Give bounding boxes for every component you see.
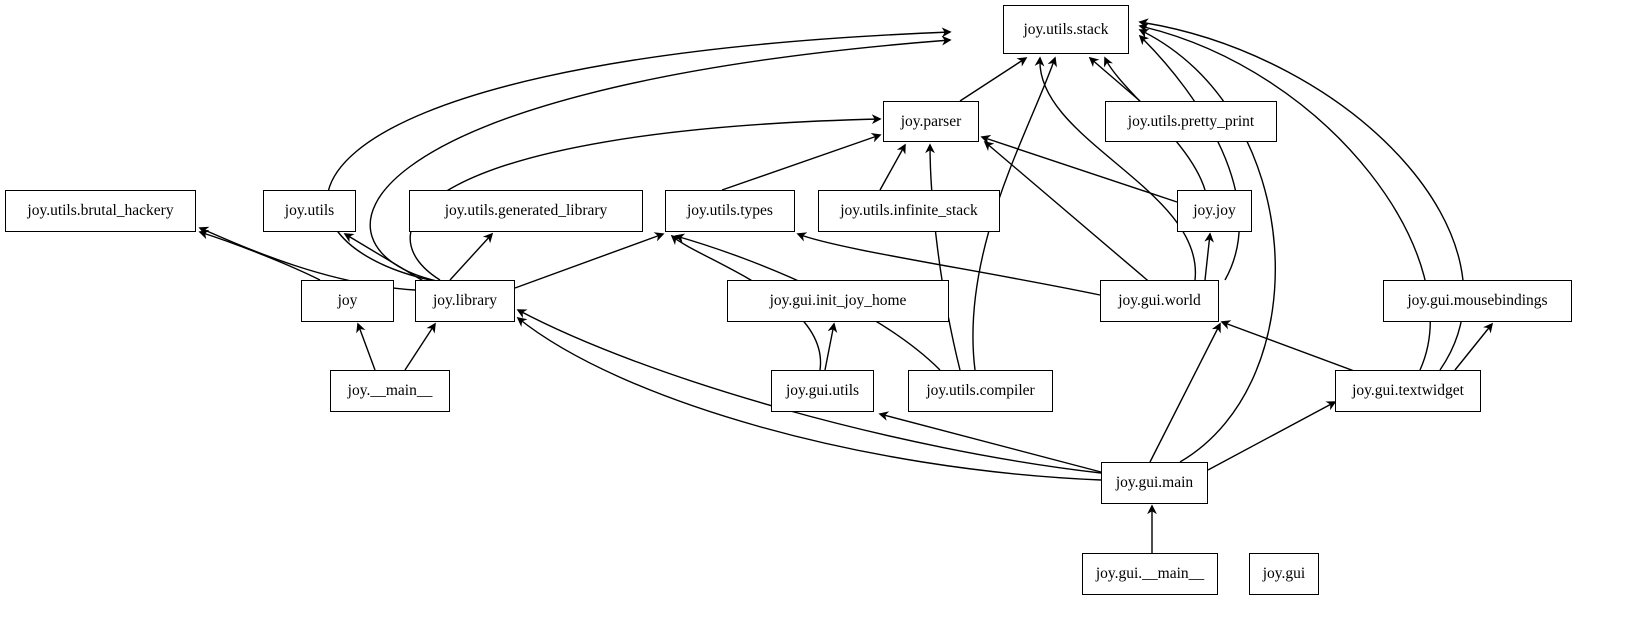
- graph-node-label: joy.gui.init_joy_home: [769, 292, 907, 310]
- graph-node-label: joy.utils: [284, 202, 335, 220]
- graph-node-joy-utils-compiler[interactable]: joy.utils.compiler: [908, 370, 1053, 412]
- graph-edge: [404, 322, 436, 371]
- graph-node-joy-gui-init-joy-home[interactable]: joy.gui.init_joy_home: [727, 280, 949, 322]
- graph-edge: [721, 133, 882, 191]
- graph-node-label: joy.gui.__main__: [1095, 565, 1205, 583]
- graph-node-label: joy.gui.world: [1118, 292, 1201, 310]
- graph-node-joy-utils-infinite-stack[interactable]: joy.utils.infinite_stack: [818, 190, 1000, 232]
- graph-node-label: joy.gui.main: [1115, 474, 1194, 492]
- graph-node-label: joy.utils.brutal_hackery: [27, 202, 174, 220]
- graph-edge: [1138, 34, 1241, 281]
- graph-node-label: joy.utils.pretty_print: [1127, 112, 1255, 130]
- graph-node-joy-utils-brutal-hackery[interactable]: joy.utils.brutal_hackery: [5, 190, 196, 232]
- graph-edge: [449, 232, 494, 281]
- graph-node-joy[interactable]: joy: [301, 280, 394, 322]
- graph-node-joy-joy[interactable]: joy.joy: [1177, 190, 1252, 232]
- graph-node-joy-gui-world[interactable]: joy.gui.world: [1100, 280, 1219, 322]
- graph-node-label: joy.__main__: [347, 382, 433, 400]
- graph-node-joy---main--[interactable]: joy.__main__: [330, 370, 450, 412]
- graph-edge: [1088, 56, 1141, 102]
- graph-edge: [1034, 56, 1196, 281]
- graph-node-label: joy.utils.types: [687, 202, 773, 220]
- graph-node-joy-gui-mousebindings[interactable]: joy.gui.mousebindings: [1383, 280, 1572, 322]
- graph-node-joy-gui-utils[interactable]: joy.gui.utils: [771, 370, 874, 412]
- graph-edge: [959, 57, 1028, 102]
- graph-edge: [514, 232, 665, 289]
- graph-node-label: joy.gui: [1262, 565, 1306, 583]
- graph-edge: [198, 229, 321, 281]
- graph-node-joy-gui-main[interactable]: joy.gui.main: [1101, 462, 1208, 504]
- graph-node-joy-utils[interactable]: joy.utils: [263, 190, 356, 232]
- graph-node-label: joy.utils.generated_library: [444, 202, 608, 220]
- graph-edge: [1207, 401, 1337, 471]
- graph-node-label: joy.utils.compiler: [926, 382, 1035, 400]
- graph-node-joy-parser[interactable]: joy.parser: [883, 101, 979, 142]
- graph-edge: [983, 140, 1154, 286]
- graph-node-joy-utils-types[interactable]: joy.utils.types: [665, 190, 795, 232]
- graph-node-joy-utils-stack[interactable]: joy.utils.stack: [1003, 5, 1129, 54]
- graph-node-label: joy.library: [433, 292, 497, 310]
- graph-node-joy-utils-generated-library[interactable]: joy.utils.generated_library: [409, 190, 643, 232]
- graph-node-label: joy: [337, 292, 358, 310]
- graph-node-joy-library[interactable]: joy.library: [415, 280, 515, 322]
- graph-edge: [369, 35, 952, 282]
- graph-node-label: joy.parser: [900, 112, 962, 130]
- graph-node-joy-utils-pretty-print[interactable]: joy.utils.pretty_print: [1105, 101, 1277, 142]
- graph-edge: [326, 27, 952, 281]
- graph-edge: [878, 411, 1102, 473]
- graph-edge: [356, 322, 376, 371]
- graph-node-label: joy.utils.stack: [1023, 20, 1109, 38]
- graph-node-joy-gui---main--[interactable]: joy.gui.__main__: [1082, 553, 1218, 595]
- graph-edge: [343, 233, 426, 283]
- graph-edge: [1454, 322, 1494, 371]
- graph-edge: [1149, 322, 1221, 463]
- graph-node-label: joy.utils.infinite_stack: [840, 202, 978, 220]
- graph-node-joy-gui[interactable]: joy.gui: [1249, 553, 1319, 595]
- graph-node-label: joy.gui.mousebindings: [1407, 292, 1548, 310]
- graph-node-joy-gui-textwidget[interactable]: joy.gui.textwidget: [1335, 370, 1481, 412]
- graph-edge: [1138, 29, 1276, 463]
- graph-node-label: joy.joy: [1193, 202, 1236, 220]
- graph-edge: [879, 143, 906, 191]
- graph-edge: [925, 143, 961, 371]
- graph-edge: [1204, 232, 1214, 281]
- graph-node-label: joy.gui.textwidget: [1352, 382, 1464, 400]
- graph-node-label: joy.gui.utils: [785, 382, 860, 400]
- graph-edge: [824, 322, 838, 371]
- graph-edge: [980, 134, 1178, 203]
